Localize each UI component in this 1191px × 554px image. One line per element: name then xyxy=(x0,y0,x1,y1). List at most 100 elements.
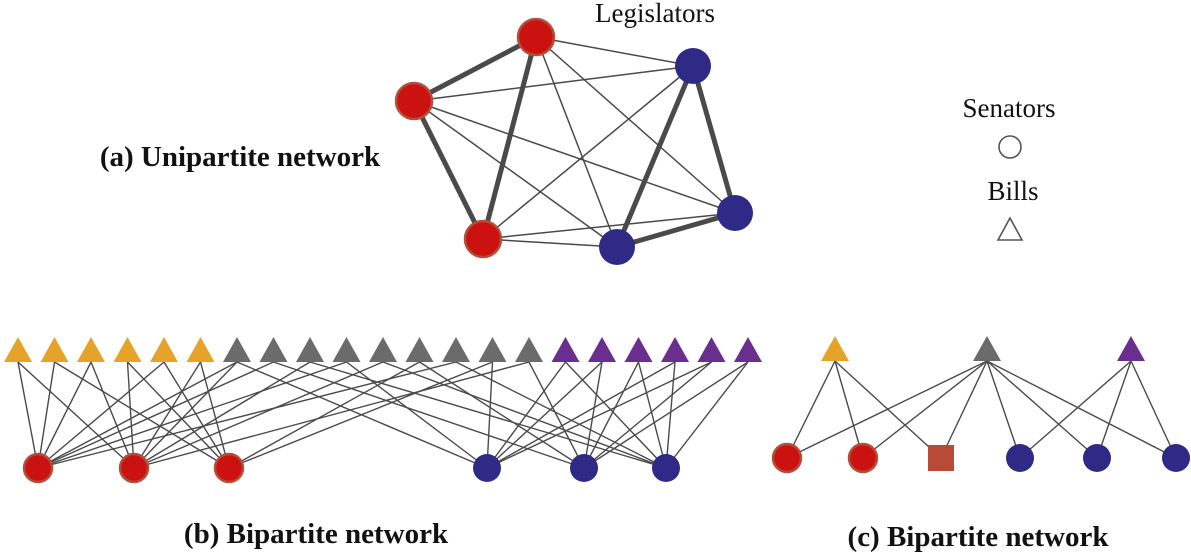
bill-triangle xyxy=(478,337,507,362)
bipartite-b-senators xyxy=(22,452,680,484)
bipartite-b-edge xyxy=(133,361,202,469)
bipartite-b-edge xyxy=(346,361,488,469)
unipartite-edge xyxy=(690,65,738,214)
bipartite-b-edge xyxy=(133,361,384,469)
bipartite-b-edge xyxy=(17,361,135,469)
unipartite-caption: (a) Unipartite network xyxy=(100,141,381,173)
bipartite-b-edge xyxy=(54,361,230,469)
unipartite-edge xyxy=(482,65,694,240)
senator-node xyxy=(213,452,245,484)
bipartite-b-edge xyxy=(419,361,585,469)
bipartite-b-edge xyxy=(37,361,92,469)
bipartite-b-edge xyxy=(486,361,676,469)
bipartite-c-edge xyxy=(834,360,864,459)
bill-triangle xyxy=(405,337,434,362)
unipartite-edge xyxy=(535,36,736,214)
bipartite-c-edge xyxy=(940,360,988,459)
bipartite-b-edge xyxy=(199,361,230,469)
bipartite-b-edge xyxy=(37,361,238,469)
bill-triangle xyxy=(40,337,69,362)
bill-triangle xyxy=(821,336,849,361)
bipartite-b-edge xyxy=(528,361,585,469)
unipartite-edge xyxy=(535,36,618,248)
bipartite-c-edge xyxy=(862,360,988,459)
senator-node xyxy=(847,442,879,474)
bipartite-c-edge xyxy=(986,360,1098,459)
legend: Senators Bills xyxy=(963,93,1055,241)
senator-node xyxy=(652,454,680,482)
unipartite-edge xyxy=(614,65,696,248)
bipartite-b-edge xyxy=(382,361,667,469)
bill-triangle xyxy=(624,337,653,362)
senator-node xyxy=(771,442,803,474)
bill-triangle xyxy=(186,337,215,362)
bipartite-c-edges xyxy=(786,360,1177,459)
bipartite-c-edge xyxy=(786,360,836,459)
unipartite-edge xyxy=(413,65,694,102)
senator-node xyxy=(473,454,501,482)
unipartite-edge xyxy=(480,36,539,240)
bipartite-b-edge xyxy=(583,361,603,469)
bipartite-b-edge xyxy=(133,361,530,469)
senator-node xyxy=(22,452,54,484)
senator-node xyxy=(118,452,150,484)
bipartite-b-edges xyxy=(17,361,749,469)
bill-triangle xyxy=(515,337,543,362)
bipartite-c-edge xyxy=(1130,360,1177,459)
bill-triangle xyxy=(734,337,762,362)
bill-triangle xyxy=(4,337,32,362)
bipartite-b-edge xyxy=(583,361,640,469)
unipartite-nodes xyxy=(394,17,753,265)
bipartite-c-edge xyxy=(1096,360,1132,459)
legend-circle-icon xyxy=(998,135,1022,159)
bipartite-b-edge xyxy=(486,361,603,469)
bipartite-c-edge xyxy=(986,360,1177,459)
bipartite-c-caption: (c) Bipartite network xyxy=(848,521,1110,553)
bipartite-b-edge xyxy=(126,361,230,469)
bipartite-b-edge xyxy=(228,361,493,469)
bipartite-b-edge xyxy=(126,361,135,469)
bipartite-b-edge xyxy=(37,361,457,469)
senator-node xyxy=(570,454,598,482)
bipartite-b-edge xyxy=(637,361,667,469)
bipartite-b-edge xyxy=(37,361,165,469)
bipartite-b-edge xyxy=(163,361,230,469)
bipartite-network-panel-b: (b) Bipartite network xyxy=(4,337,762,550)
legislator-node xyxy=(394,81,434,121)
bipartite-b-edge xyxy=(37,361,347,469)
bipartite-b-edge xyxy=(133,361,238,469)
bill-triangle xyxy=(588,337,616,362)
unipartite-edge xyxy=(482,238,618,248)
senator-node xyxy=(1083,444,1111,472)
bill-triangle xyxy=(332,337,361,362)
bipartite-c-edge xyxy=(1019,360,1132,459)
unipartite-edge xyxy=(413,100,736,214)
unipartite-edges xyxy=(411,34,738,250)
bipartite-network-panel-c: (c) Bipartite network xyxy=(771,336,1190,553)
unipartite-edge xyxy=(412,34,538,104)
bill-triangle xyxy=(973,336,1001,361)
legend-triangle-icon xyxy=(996,216,1024,241)
bipartite-c-senators xyxy=(771,442,1190,474)
bipartite-b-edge xyxy=(583,361,749,469)
bipartite-b-edge xyxy=(90,361,135,469)
legislator-node xyxy=(599,229,635,265)
bill-triangle xyxy=(259,337,288,362)
senator-node xyxy=(1006,444,1034,472)
legislator-node xyxy=(675,48,711,84)
bipartite-b-edge xyxy=(583,361,712,469)
bill-triangle xyxy=(697,337,726,362)
bipartite-c-bills xyxy=(821,336,1145,361)
bipartite-c-edge xyxy=(786,360,988,459)
bipartite-c-edge xyxy=(986,360,1021,459)
unipartite-edge xyxy=(535,36,694,67)
bipartite-b-edge xyxy=(273,361,585,469)
bipartite-b-edge xyxy=(486,361,712,469)
bipartite-b-edge xyxy=(665,361,749,469)
senator-square-node xyxy=(928,445,954,471)
unipartite-edge xyxy=(482,212,736,240)
bill-triangle xyxy=(113,337,142,362)
bill-triangle xyxy=(223,337,251,362)
bill-triangle xyxy=(1117,336,1145,361)
